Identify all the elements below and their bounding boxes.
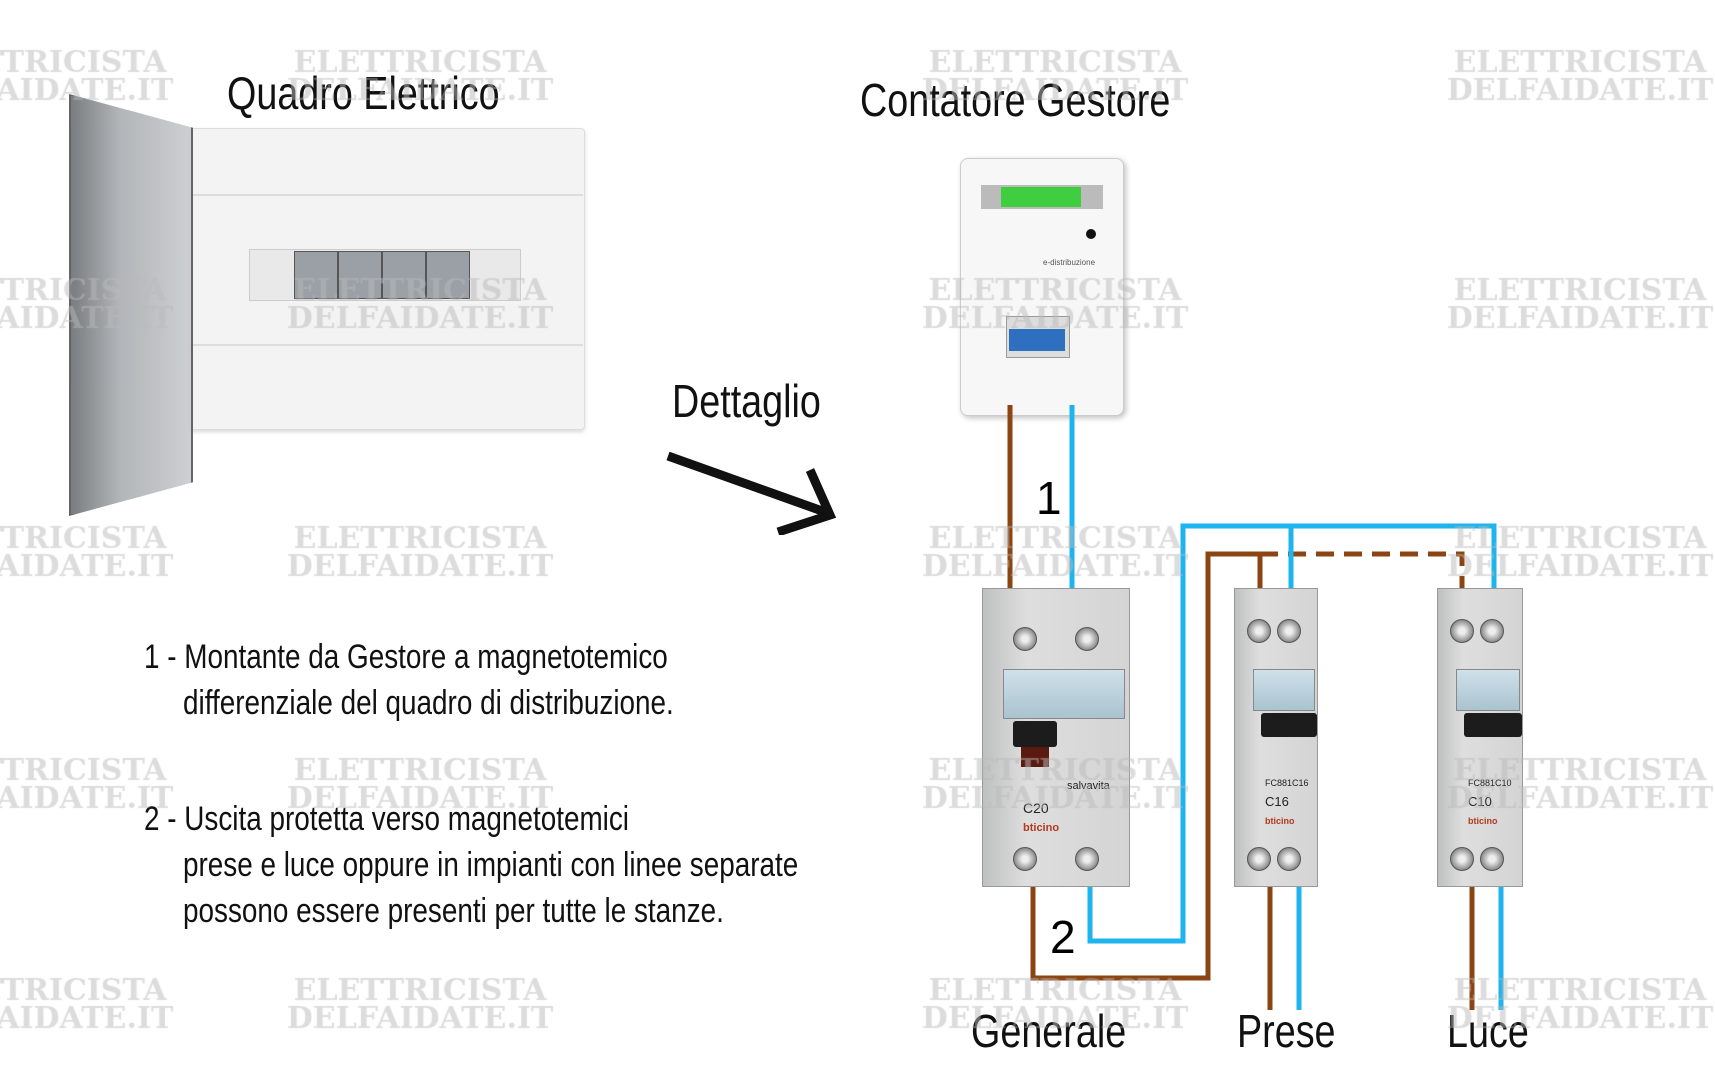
breaker-generale: salvavita C20 bticino [982,588,1130,887]
breaker-model: FC881C16 [1265,778,1309,788]
wire-label-2: 2 [1050,911,1076,963]
label-luce: Luce [1447,1005,1529,1057]
label-prese: Prese [1237,1005,1336,1057]
wire-label-1: 1 [1036,472,1062,524]
breaker-prese: FC881C16 C16 bticino [1234,588,1318,887]
breaker-luce: FC881C10 C10 bticino [1437,588,1523,887]
breaker-model: FC881C10 [1468,778,1512,788]
breaker-extra: salvavita [1067,780,1110,792]
breaker-brand: bticino [1023,822,1060,834]
breaker-rating: C10 [1468,794,1492,809]
label-generale: Generale [971,1005,1127,1057]
breaker-brand: bticino [1265,816,1295,826]
breaker-brand: bticino [1468,816,1498,826]
breaker-rating: C20 [1023,800,1049,816]
breaker-rating: C16 [1265,794,1289,809]
